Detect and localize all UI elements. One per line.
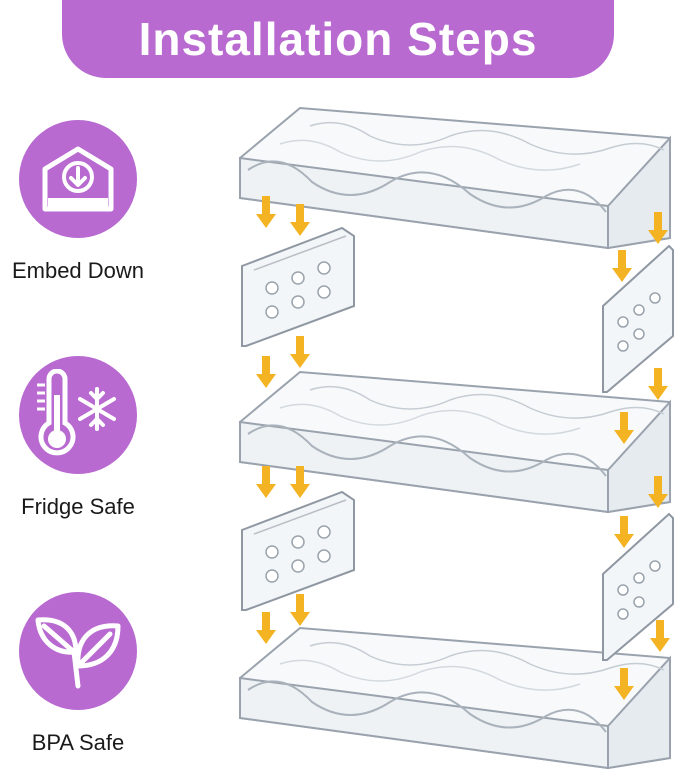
feature-badge bbox=[19, 592, 137, 710]
divider-left-upper bbox=[241, 227, 355, 347]
title-banner: Installation Steps bbox=[62, 0, 614, 78]
arrow-icon bbox=[290, 204, 310, 236]
house-download-icon bbox=[42, 146, 114, 212]
page-title: Installation Steps bbox=[138, 13, 538, 65]
feature-fridge-safe: Fridge Safe bbox=[0, 356, 156, 520]
divider-right-upper bbox=[602, 245, 674, 393]
thermometer-snowflake-icon bbox=[37, 369, 116, 456]
feature-bpa-safe: BPA Safe bbox=[0, 592, 156, 756]
feature-embed-down: Embed Down bbox=[0, 120, 156, 284]
divider-left-lower bbox=[241, 491, 355, 611]
arrow-icon bbox=[612, 250, 632, 282]
arrow-icon bbox=[650, 620, 670, 652]
arrow-icon bbox=[614, 516, 634, 548]
feature-label: Fridge Safe bbox=[21, 494, 135, 519]
feature-badge bbox=[19, 120, 137, 238]
arrow-icon bbox=[290, 336, 310, 368]
feature-badge bbox=[19, 356, 137, 474]
feature-label: Embed Down bbox=[11, 258, 145, 283]
feature-label: BPA Safe bbox=[31, 730, 125, 755]
arrow-icon bbox=[256, 356, 276, 388]
arrow-icon bbox=[256, 612, 276, 644]
arrow-icon bbox=[256, 466, 276, 498]
leaves-icon bbox=[35, 617, 121, 689]
arrow-icon bbox=[290, 594, 310, 626]
arrow-icon bbox=[648, 368, 668, 400]
